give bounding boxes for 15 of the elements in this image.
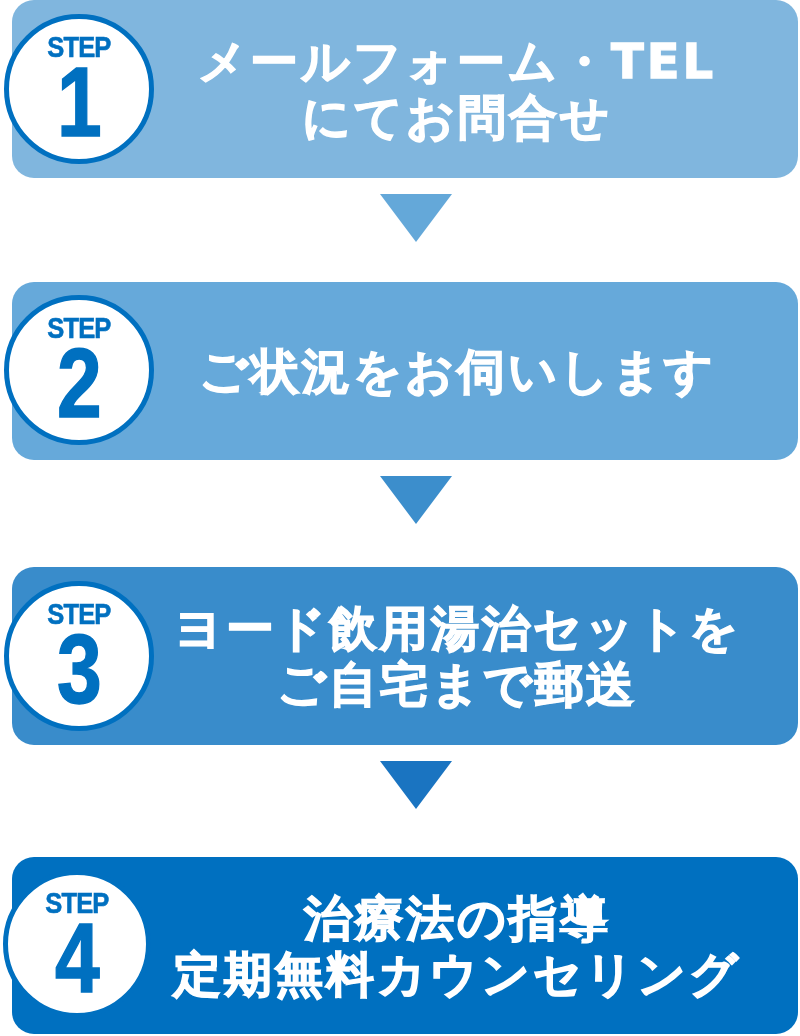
step-text: ヨード飲用湯治セットをご自宅まで郵送 (172, 600, 742, 712)
step-text: 定期無料カウンセリング (173, 945, 741, 1002)
step-number: 2 (56, 342, 102, 424)
step-label: STEP (47, 314, 111, 342)
step-text: メールフォーム・TELにてお問合せ (196, 33, 718, 145)
step-label: STEP (47, 33, 111, 61)
step-text: ご状況をお伺いします (198, 343, 716, 399)
step-label: STEP (47, 600, 111, 628)
down-arrow (380, 476, 452, 524)
step-number: 3 (56, 628, 102, 710)
step-number: 1 (56, 61, 102, 143)
step-label: STEP (45, 889, 109, 917)
step-number: 4 (54, 917, 100, 999)
step-text: 治療法の指導 (303, 889, 611, 946)
down-arrow (380, 761, 452, 809)
